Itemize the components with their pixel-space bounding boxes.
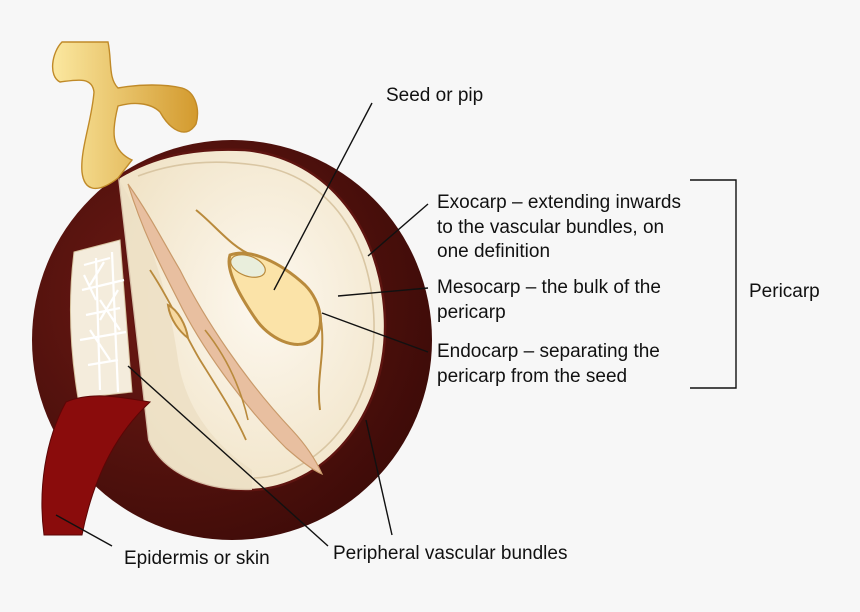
endocarp-label: Endocarp – separating the pericarp from … [437,340,660,389]
epidermis-label: Epidermis or skin [124,547,270,572]
seed-label: Seed or pip [386,84,483,109]
pericarp-bracket [690,180,736,388]
mesocarp-label: Mesocarp – the bulk of the pericarp [437,276,661,325]
exocarp-label: Exocarp – extending inwards to the vascu… [437,191,681,265]
pericarp-label: Pericarp [749,280,820,305]
vascular-bundles-label: Peripheral vascular bundles [333,542,567,567]
